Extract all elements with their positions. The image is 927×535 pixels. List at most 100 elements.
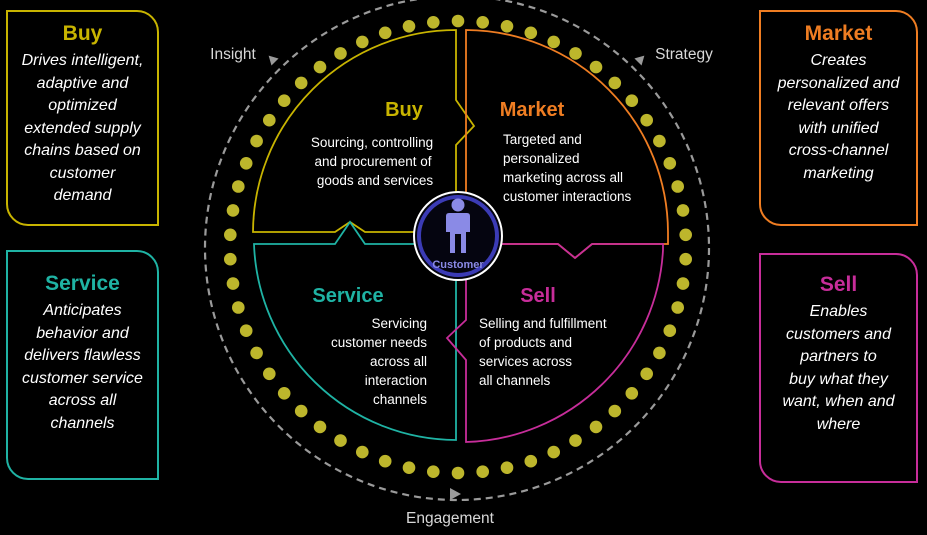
ring-dot	[640, 113, 653, 127]
service-title: Service	[312, 285, 383, 307]
text-line: with unified	[798, 119, 879, 137]
sell-description: Selling and fulfillment of products and …	[479, 316, 607, 388]
text-line: Sourcing, controlling	[311, 135, 433, 150]
text-line: of products and	[479, 335, 572, 350]
text-line: across all	[48, 392, 117, 409]
ring-dot	[653, 346, 666, 360]
text-line: customer	[49, 164, 116, 182]
ring-dot	[250, 346, 263, 360]
text-line: customer service	[22, 369, 143, 387]
text-line: marketing across all	[503, 170, 623, 185]
ring-dot	[356, 445, 369, 459]
text-line: interaction	[365, 373, 427, 388]
ring-dot	[224, 228, 237, 242]
text-line: Selling and fulfillment	[479, 316, 607, 331]
buy-quadrant	[252, 29, 476, 233]
text-line: services across	[479, 354, 572, 369]
buy-description-box: Buy Drives intelligent, adaptive and opt…	[6, 10, 159, 226]
text-line: goods and services	[317, 173, 434, 188]
ring-dot	[500, 461, 514, 475]
insight-label: Insight	[210, 46, 256, 63]
market-box-title: Market	[804, 22, 873, 45]
ring-dot	[589, 420, 603, 434]
ring-dot	[232, 301, 245, 314]
text-line: personalized and	[777, 74, 900, 92]
market-description: Targeted and personalized marketing acro…	[503, 132, 632, 204]
ring-dot	[476, 465, 490, 479]
ring-dot	[263, 367, 276, 381]
service-box-title: Service	[45, 272, 120, 295]
sell-box-title: Sell	[819, 273, 858, 296]
ring-dot	[239, 157, 253, 170]
market-quadrant	[465, 29, 669, 260]
sell-description-box: Sell Enables customers and partners to b…	[759, 253, 918, 483]
ring-dot	[569, 434, 582, 447]
ring-dot	[334, 434, 347, 447]
ring-dot	[277, 387, 291, 400]
service-description-box: Service Anticipates behavior and deliver…	[6, 250, 159, 480]
ring-dot	[671, 180, 684, 193]
service-box-text: Anticipates behavior and delivers flawle…	[14, 300, 151, 435]
ring-dot	[671, 301, 684, 314]
service-description: Servicing customer needs across all inte…	[331, 316, 427, 407]
person-icon	[446, 198, 470, 253]
ring-dot	[679, 252, 692, 266]
cycle-ring	[203, 0, 711, 502]
ring-dot	[625, 387, 639, 400]
customer-label: Customer	[432, 259, 484, 271]
ring-dot	[334, 47, 347, 60]
ring-dot	[226, 277, 240, 290]
ring-dot	[232, 180, 245, 193]
buy-box-text: Drives intelligent, adaptive and optimiz…	[14, 50, 151, 208]
ring-dot	[676, 277, 690, 290]
ring-dot	[263, 113, 276, 127]
text-line: all channels	[479, 373, 551, 388]
text-line: marketing	[803, 164, 874, 182]
ring-dot	[427, 15, 440, 29]
ring-dot	[608, 76, 622, 90]
ring-dot	[663, 157, 677, 170]
buy-title: Buy	[385, 99, 424, 121]
sell-quadrant	[445, 243, 664, 443]
ring-dot	[451, 466, 465, 480]
text-line: demand	[53, 187, 112, 204]
buy-box-title: Buy	[62, 22, 103, 45]
ring-dot	[663, 324, 677, 338]
ring-dot	[402, 461, 416, 475]
strategy-label: Strategy	[655, 46, 713, 63]
ring-dot	[226, 204, 240, 217]
customer-circle	[413, 191, 503, 281]
text-line: and procurement of	[314, 154, 431, 169]
text-line: partners to	[800, 348, 877, 365]
ring-dot	[294, 76, 308, 90]
ring-dot	[476, 15, 490, 29]
text-line: across all	[370, 354, 427, 369]
ring-dot	[625, 94, 639, 107]
ring-dot	[676, 204, 690, 217]
text-line: Servicing	[371, 316, 427, 331]
customer-circle-inner-ring	[417, 195, 499, 277]
text-line: want, when and	[782, 393, 895, 410]
ring-dot	[313, 420, 327, 434]
text-line: channels	[50, 414, 115, 432]
ring-dot	[239, 324, 253, 338]
text-line: Anticipates	[43, 302, 122, 319]
ring-dot	[640, 367, 653, 381]
ring-dot	[427, 465, 440, 479]
text-line: cross-channel	[788, 142, 889, 159]
cycle-arrow-icon	[450, 488, 461, 500]
text-line: chains based on	[24, 142, 141, 159]
text-line: Enables	[809, 303, 868, 320]
ring-dot	[608, 404, 622, 418]
ring-dot	[547, 445, 560, 459]
text-line: behavior and	[36, 324, 129, 342]
market-title: Market	[500, 99, 565, 121]
market-description-box: Market Creates personalized and relevant…	[759, 10, 918, 226]
ring-dot	[224, 252, 237, 266]
text-line: where	[816, 415, 861, 433]
cycle-arrow-icon	[634, 55, 645, 66]
engagement-label: Engagement	[406, 510, 495, 527]
ring-dot	[277, 94, 291, 107]
cycle-arrow-icon	[268, 55, 279, 66]
